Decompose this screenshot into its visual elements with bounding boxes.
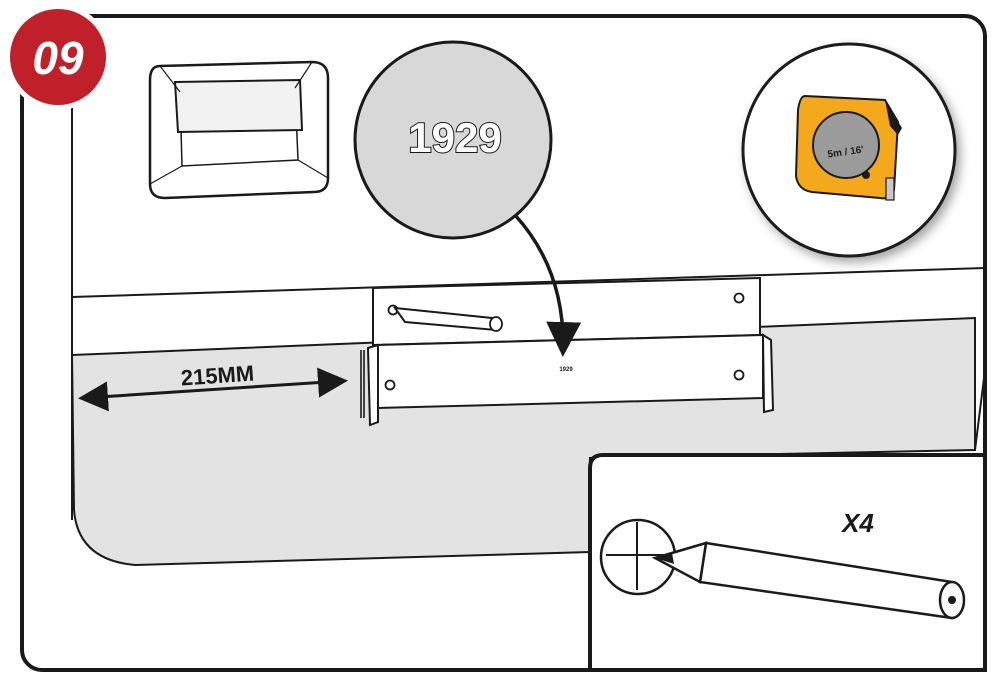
quantity-label: X4	[840, 508, 874, 538]
pencil-on-plate	[392, 306, 503, 332]
plate-side-right	[761, 333, 775, 414]
plate-hole	[733, 292, 745, 304]
door-handle	[148, 60, 330, 200]
plate-hole	[733, 369, 745, 381]
panel-line	[71, 267, 986, 298]
tape-measure-icon: 5m / 16'	[794, 94, 902, 201]
pencil-tip	[651, 541, 708, 584]
step-number: 09	[32, 32, 84, 84]
zoom-callout: 1929	[353, 40, 553, 240]
measurement-arrow	[78, 367, 348, 412]
callout-arrow	[513, 213, 582, 357]
zoom-code-outline: 1929	[408, 114, 501, 161]
reference-mark	[360, 350, 365, 418]
door-right-edge	[974, 369, 986, 451]
pencil-inset: X4	[588, 453, 987, 672]
measurement-label: 215MM	[180, 360, 255, 390]
plate-side-left	[366, 343, 379, 427]
plate-marking: 1929	[559, 367, 573, 373]
tape-measure-label: 5m / 16'	[827, 145, 864, 161]
step-badge: 09	[5, 4, 111, 110]
plate-hole	[384, 379, 396, 391]
